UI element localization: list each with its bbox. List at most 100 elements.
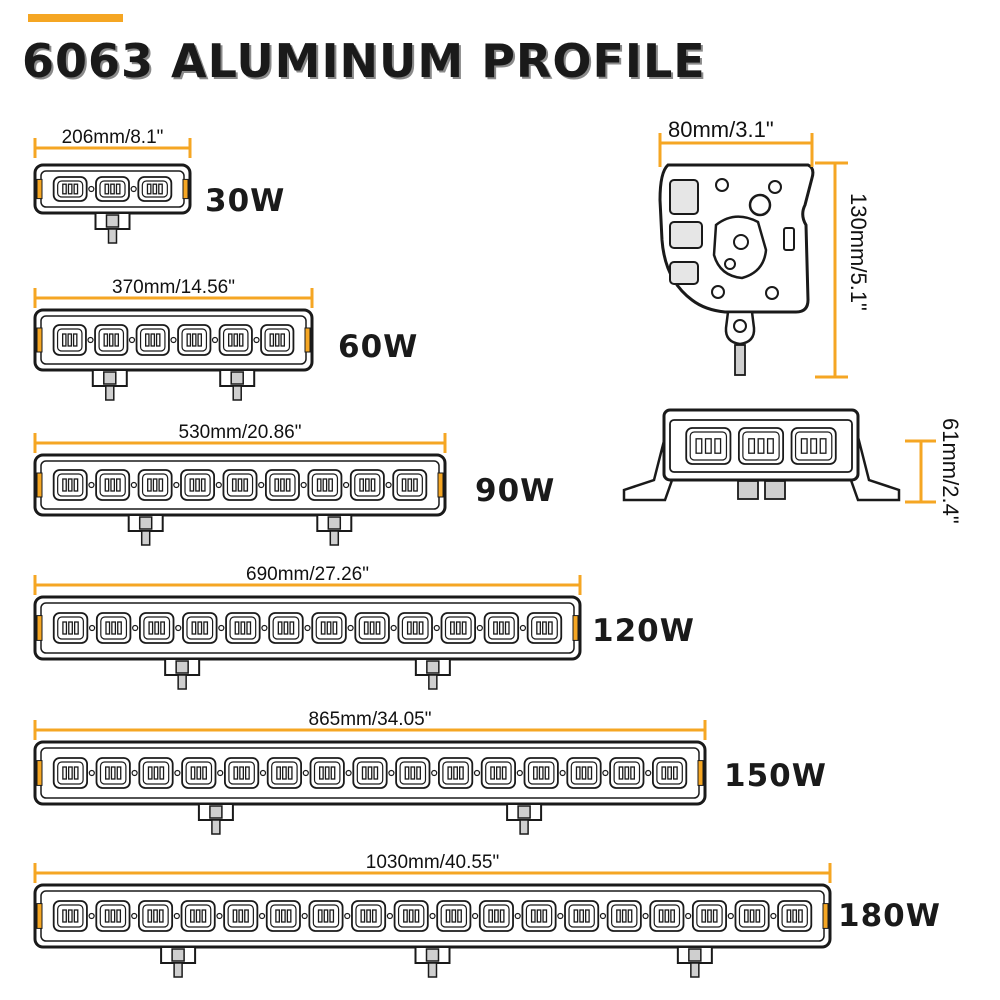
mount-bolt — [107, 228, 118, 244]
led-chip — [704, 438, 712, 454]
side-profile-screw — [768, 180, 782, 194]
led-lens — [487, 616, 515, 640]
mount-bracket-center — [517, 805, 531, 819]
led-chip — [573, 909, 579, 923]
divider-screw — [602, 769, 609, 777]
led-lens — [738, 904, 766, 928]
watt-label: 180W — [838, 898, 941, 934]
led-chip — [110, 478, 116, 492]
led-chip — [455, 621, 461, 635]
light-bar-90w: 530mm/20.86"90W — [33, 422, 554, 546]
led-chip — [237, 478, 243, 492]
divider-screw — [258, 481, 265, 489]
led-lens — [142, 904, 169, 928]
led-chip — [621, 909, 627, 923]
led-chip — [62, 621, 68, 635]
dimension-label: 530mm/20.86" — [179, 422, 302, 443]
dimension-label: 206mm/8.1" — [62, 127, 164, 148]
led-lens — [141, 473, 169, 497]
led-chip — [490, 766, 495, 780]
led-chip — [67, 478, 73, 492]
divider-screw — [128, 336, 136, 344]
led-lens — [656, 761, 683, 785]
led-chip — [618, 766, 624, 780]
led-chip — [361, 766, 367, 780]
end-cap-marker — [437, 472, 444, 498]
side-profile-screw — [765, 286, 779, 300]
led-chip — [407, 478, 413, 492]
led-chip — [800, 438, 808, 454]
light-bar-180w: 1030mm/40.55"180W — [33, 852, 941, 978]
led-chip — [461, 621, 467, 635]
led-lens — [57, 180, 84, 198]
led-chip — [712, 909, 718, 923]
mount-bracket-center — [171, 948, 185, 962]
end-cap-marker — [36, 178, 43, 200]
led-chip — [810, 438, 818, 454]
led-lens — [57, 473, 84, 497]
led-lens — [139, 328, 166, 352]
led-chip — [658, 909, 664, 923]
led-chip — [324, 766, 330, 780]
led-chip — [195, 478, 200, 492]
led-chip — [62, 333, 67, 347]
led-chip — [542, 621, 547, 635]
side-profile-screw — [715, 178, 729, 192]
led-chip — [110, 183, 115, 195]
led-chip — [275, 909, 280, 923]
led-chip — [370, 478, 376, 492]
led-chip — [154, 621, 160, 635]
led-lens — [613, 761, 641, 785]
led-chip — [67, 333, 73, 347]
led-chip — [158, 183, 163, 195]
led-chip — [670, 909, 675, 923]
led-lens — [313, 761, 341, 785]
led-chip — [538, 766, 544, 780]
led-chip — [68, 766, 73, 780]
led-chip — [664, 909, 670, 923]
led-chip — [624, 766, 630, 780]
side-profile-hex-bolt — [748, 193, 772, 217]
led-chip — [504, 621, 510, 635]
led-chip — [243, 478, 249, 492]
led-chip — [319, 766, 324, 780]
led-chip — [414, 909, 420, 923]
led-chip — [587, 766, 593, 780]
divider-screw — [173, 912, 180, 920]
led-chip — [757, 438, 765, 454]
led-chip — [364, 478, 370, 492]
led-chip — [152, 183, 158, 195]
led-chip — [494, 909, 499, 923]
divider-screw — [476, 624, 483, 632]
mount-bracket-center — [426, 660, 440, 674]
watt-label: 30W — [205, 183, 285, 219]
end-cap-marker — [36, 472, 43, 498]
led-chip — [155, 333, 161, 347]
light-bar-30w: 206mm/8.1" 30W — [33, 127, 285, 244]
led-chip — [110, 909, 116, 923]
divider-screw — [429, 912, 436, 920]
led-chip — [238, 333, 244, 347]
led-chip — [116, 766, 122, 780]
led-chip — [244, 909, 249, 923]
led-lens — [185, 761, 213, 785]
divider-screw — [727, 912, 734, 920]
led-chip — [403, 909, 408, 923]
led-chip — [412, 621, 418, 635]
led-lens — [270, 904, 297, 928]
led-chip — [326, 621, 332, 635]
led-chip — [748, 438, 756, 454]
led-chip — [450, 621, 455, 635]
divider-screw — [302, 769, 309, 777]
divider-screw — [473, 769, 481, 777]
led-chip — [108, 333, 114, 347]
led-chip — [111, 621, 117, 635]
mount-bracket-center — [175, 660, 189, 674]
led-chip — [406, 621, 412, 635]
divider-screw — [218, 624, 225, 632]
divider-screw — [557, 912, 564, 920]
divider-screw — [519, 624, 527, 632]
led-chip — [743, 909, 749, 923]
side-height-label: 130mm/5.1" — [846, 193, 871, 311]
divider-screw — [132, 624, 139, 632]
